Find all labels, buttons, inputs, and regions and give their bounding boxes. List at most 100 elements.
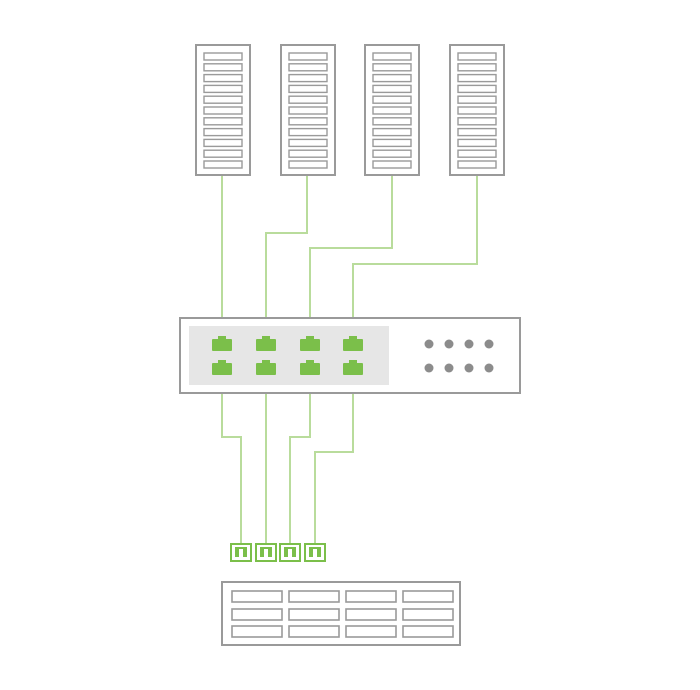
storage-drive-bay (231, 608, 283, 621)
fiber-connector (317, 549, 321, 557)
status-indicator-led (484, 339, 494, 349)
drive-slot (288, 160, 328, 169)
connector-top (309, 547, 321, 549)
drive-slot (288, 63, 328, 72)
drive-slot (203, 138, 243, 148)
switch-port-group (212, 336, 363, 375)
port-latch (218, 360, 226, 364)
drive-slot (288, 84, 328, 94)
network-switch (179, 317, 521, 394)
switch-port-top-1 (212, 336, 232, 351)
drive-slot (372, 160, 412, 169)
drive-slot (457, 149, 497, 158)
storage-drive-bay (345, 590, 397, 603)
drive-slot (288, 138, 328, 148)
port-latch (306, 336, 314, 340)
drive-slot (203, 106, 243, 115)
transceiver-2 (255, 543, 277, 562)
drive-slot (203, 63, 243, 72)
transceiver-body (255, 543, 277, 562)
switch-port-bottom-3 (300, 360, 320, 375)
drive-slot (372, 106, 412, 115)
switch-port-panel (189, 326, 389, 385)
transceiver-body (304, 543, 326, 562)
cable-server-2-to-switch-port-top-2 (265, 175, 308, 338)
fiber-connector (268, 549, 272, 557)
switch-port-bottom-1 (212, 360, 232, 375)
port-body (212, 363, 232, 375)
storage-drive-bay (345, 625, 397, 638)
drive-slot (457, 138, 497, 148)
cable-switch-port-bottom-4-to-transceiver-4 (314, 375, 354, 544)
switch-port-top-2 (256, 336, 276, 351)
drive-slot (372, 63, 412, 72)
switch-port-top-3 (300, 336, 320, 351)
port-body (300, 363, 320, 375)
cable-switch-port-bottom-1-to-transceiver-1 (221, 375, 242, 544)
port-body (212, 339, 232, 351)
port-body (300, 339, 320, 351)
switch-port-bottom-4 (343, 360, 363, 375)
drive-slot (457, 106, 497, 115)
drive-slot (372, 52, 412, 61)
port-latch (218, 336, 226, 340)
switch-port-bottom-2 (256, 360, 276, 375)
status-indicator-led (444, 339, 454, 349)
storage-array (221, 581, 461, 646)
drive-slot (288, 52, 328, 61)
drive-slot (457, 63, 497, 72)
fiber-connector (243, 549, 247, 557)
drive-slot (203, 127, 243, 137)
transceiver-body (279, 543, 301, 562)
connector-top (260, 547, 272, 549)
server-1 (195, 44, 251, 176)
switch-indicator-group (424, 339, 494, 373)
drive-slot (288, 95, 328, 104)
storage-drive-bay (231, 625, 283, 638)
drive-slot (203, 52, 243, 61)
transceiver-group (230, 543, 326, 562)
storage-drive-bay (345, 608, 397, 621)
drive-slot (372, 73, 412, 83)
drive-slot (457, 127, 497, 137)
cable-server-4-to-switch-port-top-4 (352, 175, 478, 338)
cable-group (221, 175, 478, 544)
drive-slot (457, 160, 497, 169)
server-4 (449, 44, 505, 176)
storage-bay-group (231, 590, 454, 638)
drive-slot (203, 149, 243, 158)
fiber-connector (292, 549, 296, 557)
server-3 (364, 44, 420, 176)
port-latch (349, 360, 357, 364)
drive-slot (288, 117, 328, 126)
port-latch (306, 360, 314, 364)
drive-slot (457, 73, 497, 83)
status-indicator-led (444, 363, 454, 373)
fiber-connector (284, 549, 288, 557)
cable-switch-port-bottom-3-to-transceiver-3 (289, 375, 311, 544)
cable-server-3-to-switch-port-top-3 (309, 175, 393, 338)
server-2 (280, 44, 336, 176)
status-indicator-led (424, 363, 434, 373)
port-latch (349, 336, 357, 340)
drive-slot (203, 95, 243, 104)
storage-drive-bay (288, 590, 340, 603)
drive-slot (457, 52, 497, 61)
drive-slot (457, 95, 497, 104)
drive-slot (203, 117, 243, 126)
transceiver-body (230, 543, 252, 562)
status-indicator-led (464, 339, 474, 349)
status-indicator-led (424, 339, 434, 349)
drive-slot (203, 160, 243, 169)
drive-slot (372, 117, 412, 126)
drive-slot (372, 149, 412, 158)
storage-drive-bay (231, 590, 283, 603)
drive-slot (372, 84, 412, 94)
port-body (343, 363, 363, 375)
drive-slot (372, 95, 412, 104)
port-body (256, 363, 276, 375)
status-indicator-led (464, 363, 474, 373)
drive-slot (372, 138, 412, 148)
